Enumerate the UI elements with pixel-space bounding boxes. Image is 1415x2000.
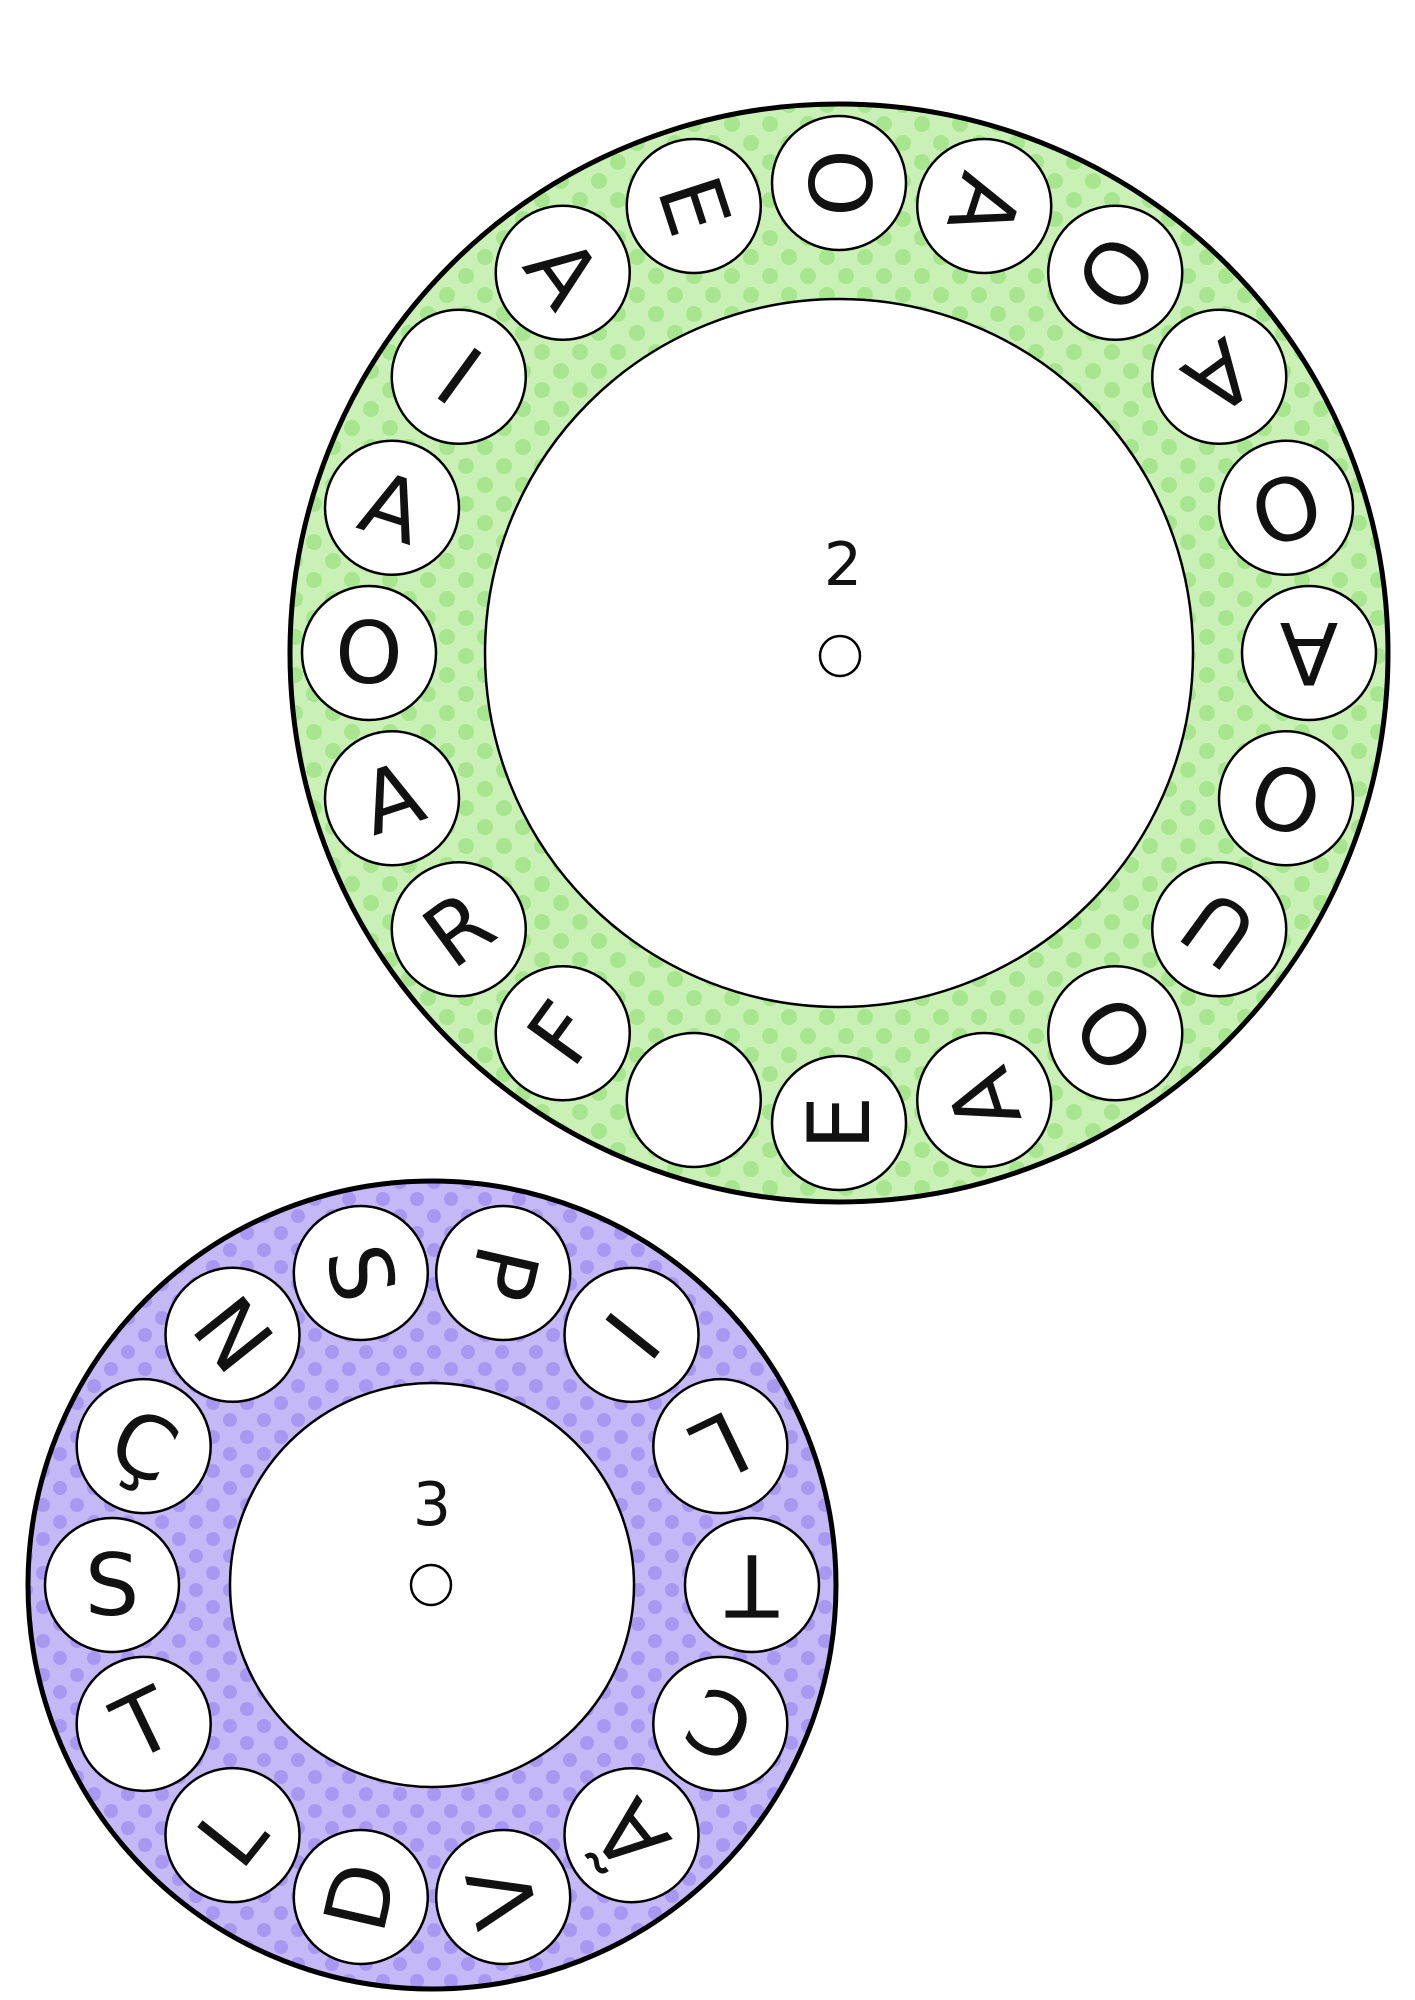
letter-slot-circle [770,114,908,252]
letter-slot-circle [915,1031,1053,1169]
letter-slot: O [300,584,438,722]
letter-slot: I [563,1266,700,1404]
wheel-3-center-hole[interactable] [409,1563,453,1607]
letter-slot: Ã [563,1766,700,1904]
letter-slot-circle [434,1828,572,1966]
letter-slot: A [323,729,461,867]
letter-slot: L [164,1766,301,1904]
letter-slot: O [1217,729,1355,867]
letter-slot: N [164,1266,301,1404]
letter-slot-circle [1240,584,1378,722]
letter-slot: C [652,1655,789,1793]
letter-slot: E [770,1054,908,1192]
letter-slot-circle [1047,964,1184,1102]
letter-slot: E [625,137,763,275]
letter-slot-circle [563,1766,700,1904]
letter-slot-text: A [1279,602,1338,702]
letter-slot-circle [1150,861,1288,998]
letter-slot-text: T [725,1534,779,1634]
letter-slot: A [915,137,1053,275]
letter-slot: S [43,1516,181,1654]
letter-slot: T [75,1655,212,1793]
letter-slot-circle [494,204,631,342]
letter-slot: D [292,1828,430,1966]
letter-slot: O [1047,964,1184,1102]
letter-slot: O [770,114,908,252]
letter-slot: T [683,1516,821,1654]
letter-slot: A [1150,308,1288,445]
letter-slot: Ç [75,1377,212,1515]
letter-slot-circle [683,1516,821,1654]
letter-slot-circle [1217,439,1355,577]
letter-slot-circle [770,1054,908,1192]
letter-slot: R [390,861,528,998]
letter-slot: U [1150,861,1288,998]
letter-slot: L [652,1377,789,1515]
letter-slot: O [1047,204,1184,342]
letter-slot-circle [75,1655,212,1793]
letter-slot-circle [494,964,631,1102]
letter-slot-text: S [85,1536,140,1636]
letter-slot-text: O [788,149,888,217]
wheel-2-center-hole[interactable] [818,634,862,678]
letter-slot-circle [1150,308,1288,445]
letter-slot-circle [43,1516,181,1654]
letter-slot: A [494,204,631,342]
letter-slot-circle [625,137,763,275]
letter-slot-text: O [335,604,403,704]
letter-slot-circle [652,1377,789,1515]
wheel-3-number: 3 [413,1470,451,1540]
letter-slot-circle [434,1204,572,1342]
letter-slot-circle [625,1031,763,1169]
letter-slot-circle [75,1377,212,1515]
letter-slot [625,1031,763,1169]
wheel-2-number: 2 [824,530,862,600]
letter-slot-circle [915,137,1053,275]
letter-slot-circle [292,1204,430,1342]
letter-slot-circle [1217,729,1355,867]
letter-slot-circle [563,1266,700,1404]
letter-slot: O [1217,439,1355,577]
letter-slot: F [494,964,631,1102]
letter-slot-circle [390,308,528,445]
letter-slot: P [434,1204,572,1342]
letter-slot-circle [390,861,528,998]
letter-slot: A [915,1031,1053,1169]
letter-slot-circle [300,584,438,722]
letter-slot: A [323,439,461,577]
letter-slot-circle [164,1766,301,1904]
letter-slot-circle [164,1266,301,1404]
letter-slot: I [390,308,528,445]
letter-slot-circle [323,439,461,577]
letter-slot-text: E [790,1096,890,1150]
letter-slot: A [1240,584,1378,722]
letter-slot: S [292,1204,430,1342]
letter-slot-circle [652,1655,789,1793]
letter-slot-circle [1047,204,1184,342]
letter-slot-circle [323,729,461,867]
letter-slot: V [434,1828,572,1966]
letter-slot-circle [292,1828,430,1966]
